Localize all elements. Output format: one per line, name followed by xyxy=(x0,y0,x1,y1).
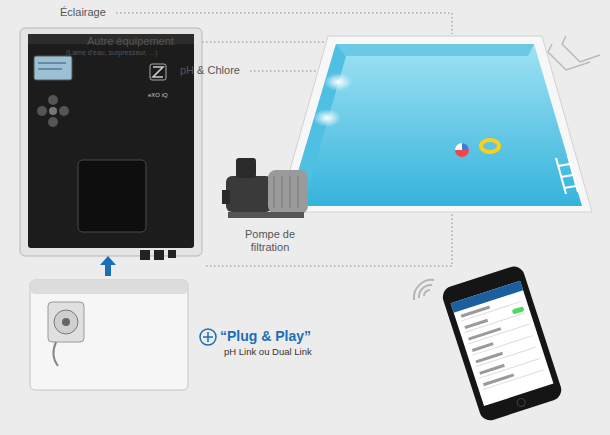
callout-label: Autre équipement xyxy=(87,35,174,48)
callout-label: Éclairage xyxy=(60,6,106,19)
wifi-icon xyxy=(414,280,434,300)
callout-note: (Lame d'eau, surpresseur, ...) xyxy=(66,49,157,57)
sun-loungers xyxy=(548,36,600,70)
device-name: eXO iQ xyxy=(148,92,168,99)
feature-subtitle: pH Link ou Dual Link xyxy=(224,347,312,358)
feature-title: “Plug & Play” xyxy=(220,328,311,344)
callout-label: pH & Chlore xyxy=(180,64,240,77)
ph-link-module xyxy=(30,280,188,390)
pool xyxy=(278,36,592,212)
insert-arrow xyxy=(100,256,116,276)
plus-circle-icon xyxy=(200,329,216,345)
smartphone xyxy=(440,264,564,423)
exo-iq-device xyxy=(20,28,202,260)
filtration-pump xyxy=(222,158,308,218)
callout-label: Pompe de filtration xyxy=(236,228,304,253)
